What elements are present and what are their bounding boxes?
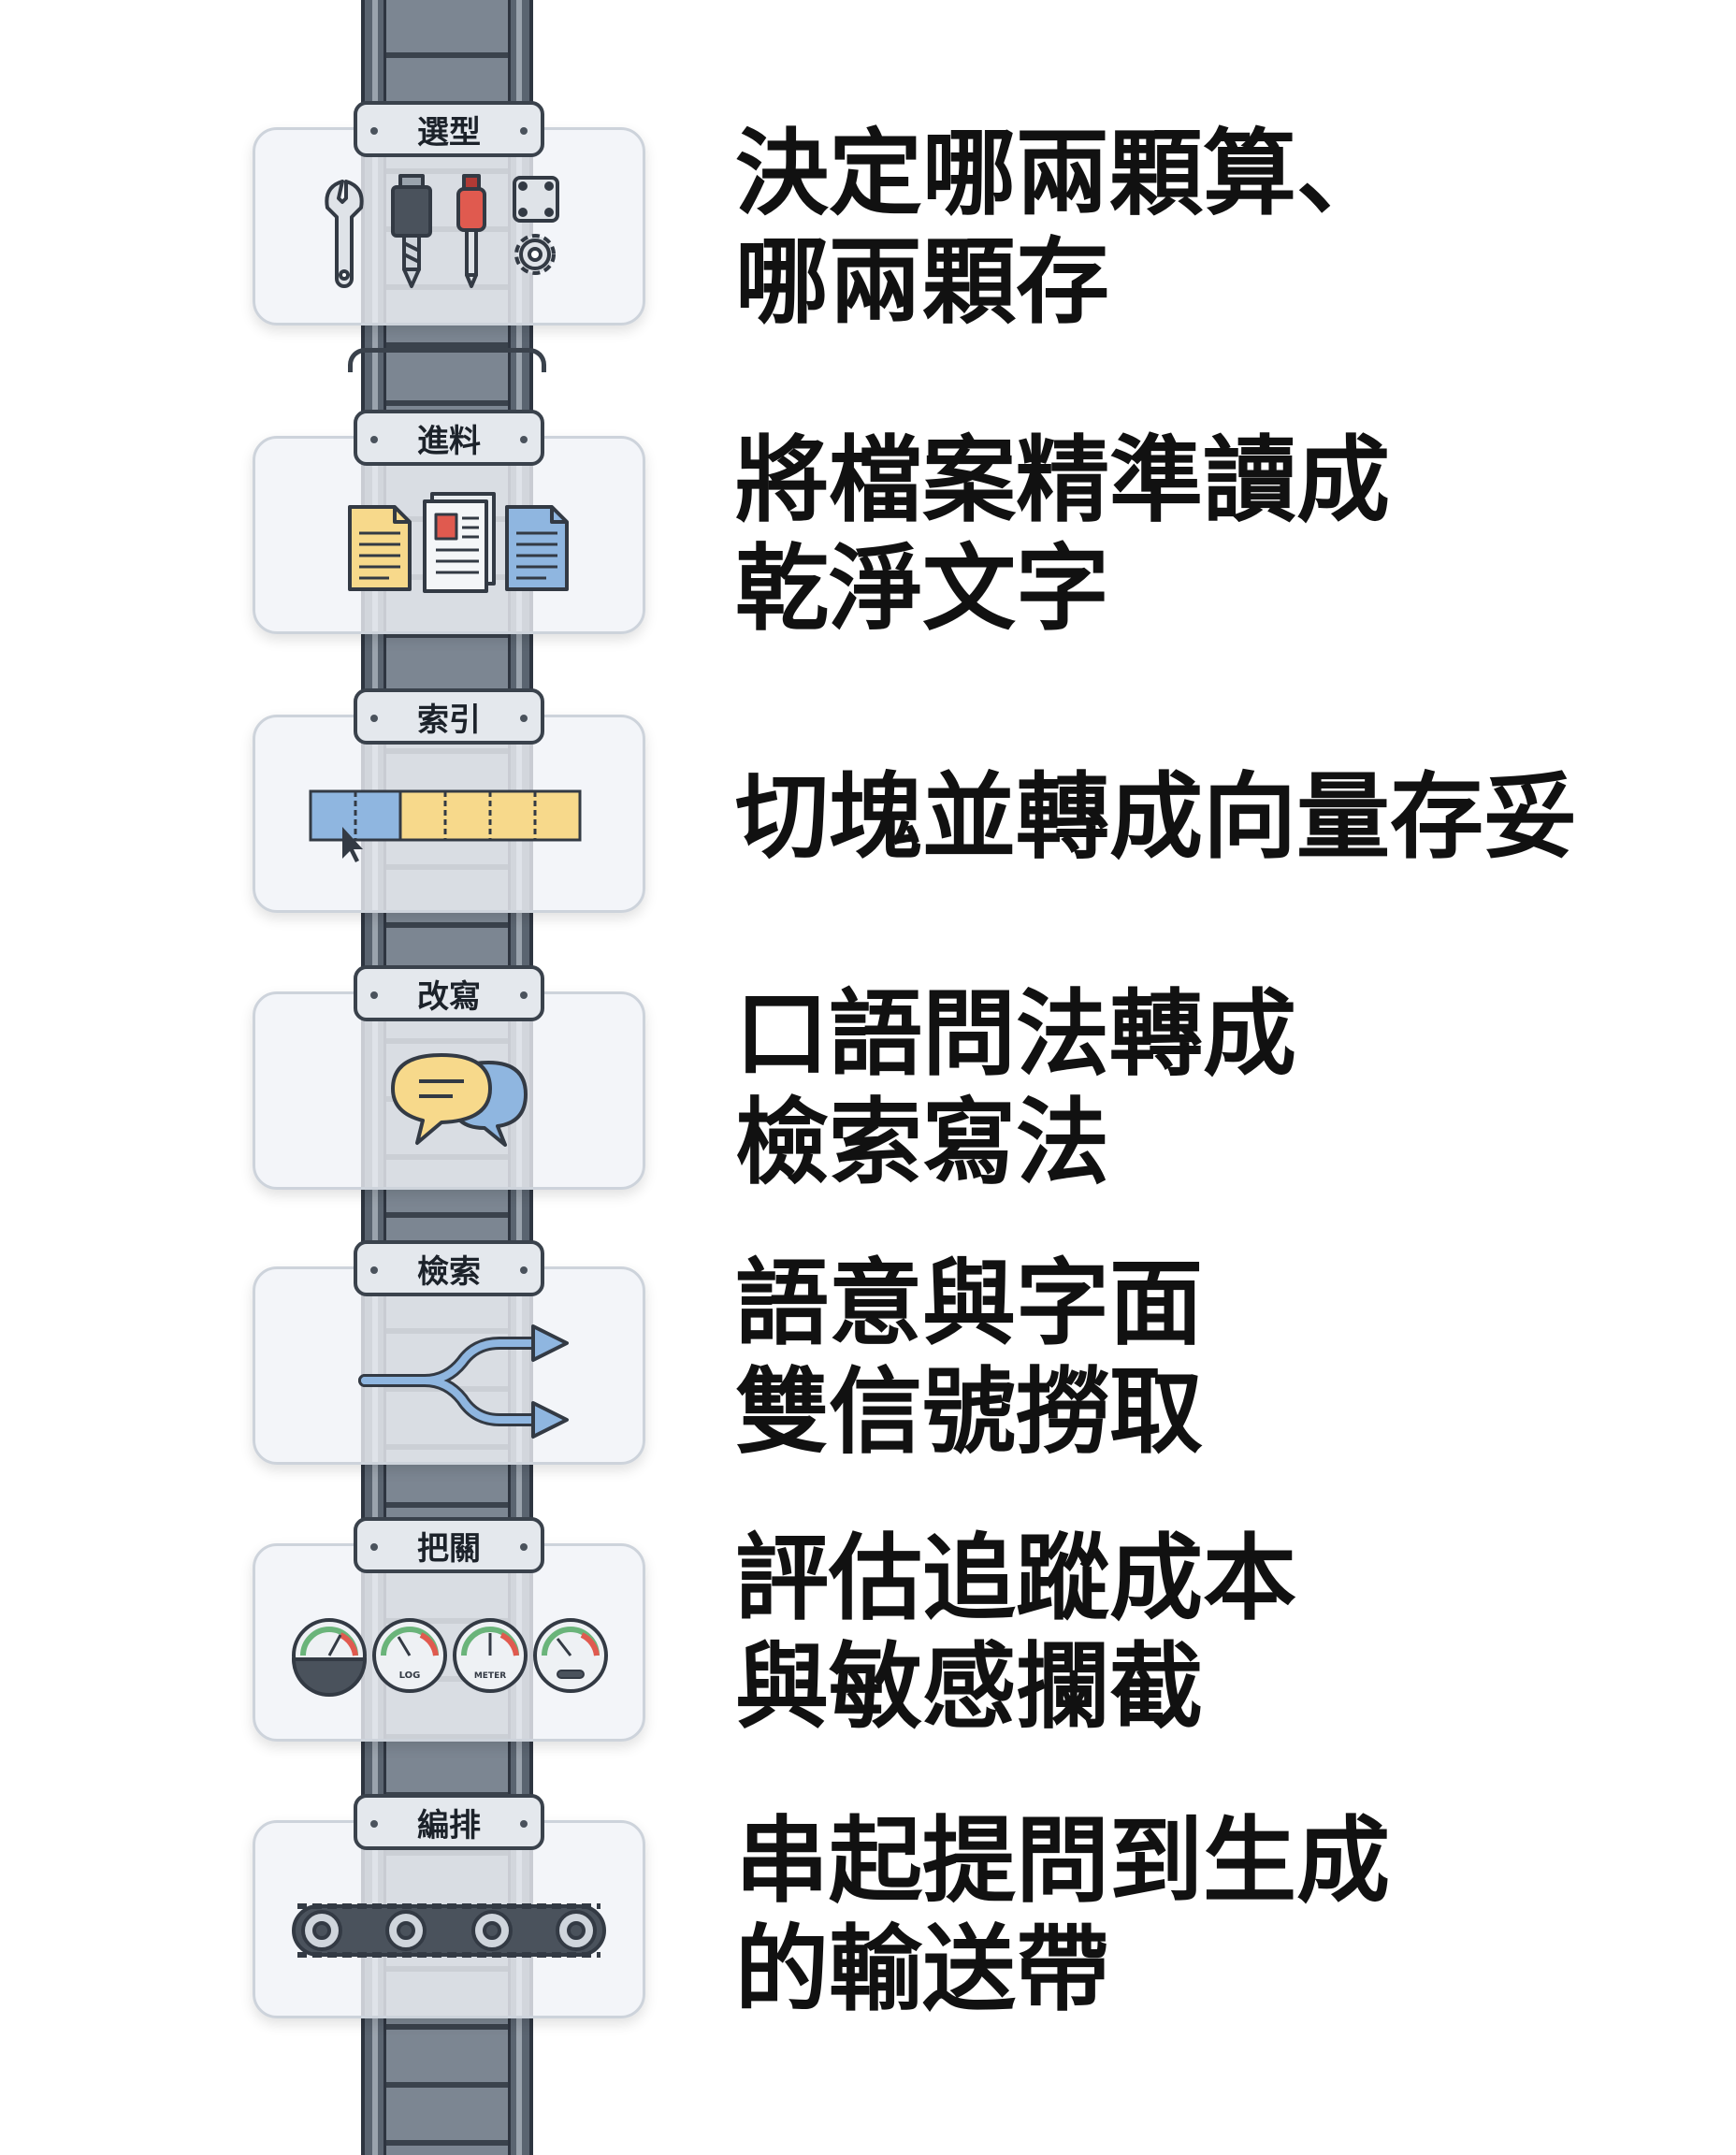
stage-description: 決定哪兩顆算、哪兩顆存: [735, 120, 1390, 337]
stage-description: 切塊並轉成向量存妥: [735, 763, 1577, 872]
stage-ingestion: 進料: [253, 410, 645, 634]
stage-label: 進料: [354, 410, 544, 466]
stage-retrieval: 檢索: [253, 1240, 645, 1465]
stage-label: 編排: [354, 1794, 544, 1850]
stage-description: 串起提問到生成的輸送帶: [735, 1807, 1390, 2024]
stage-label: 檢索: [354, 1240, 544, 1296]
stage-orchestration: 編排: [253, 1794, 645, 2018]
stage-guardrail: 把關: [253, 1517, 645, 1742]
stage-label: 改寫: [354, 965, 544, 1021]
stage-description: 語意與字面雙信號撈取: [735, 1250, 1203, 1467]
gauges-icon: LOG METER: [253, 1581, 645, 1742]
gauge-label-meter: METER: [474, 1671, 506, 1681]
stage-indexing: 索引: [253, 688, 645, 913]
description-line: 將檔案精準讀成: [735, 426, 1390, 535]
split-arrows-icon: [253, 1304, 645, 1465]
chat-bubbles-icon: [253, 1029, 645, 1190]
description-line: 口語問法轉成: [735, 979, 1296, 1089]
stage-description: 將檔案精準讀成乾淨文字: [735, 427, 1390, 644]
description-line: 雙信號撈取: [735, 1357, 1203, 1467]
description-line: 與敏感攔截: [735, 1632, 1203, 1742]
tools-icon: [253, 165, 645, 325]
stage-selection: 選型: [253, 101, 645, 325]
stage-label: 選型: [354, 101, 544, 157]
conveyor-icon: [253, 1858, 645, 2018]
description-line: 串起提問到生成: [735, 1806, 1390, 1916]
description-line: 乾淨文字: [735, 534, 1109, 644]
stage-label: 把關: [354, 1517, 544, 1573]
stage-description: 口語問法轉成檢索寫法: [735, 980, 1296, 1197]
stage-label: 索引: [354, 688, 544, 745]
description-line: 檢索寫法: [735, 1088, 1109, 1197]
description-line: 切塊並轉成向量存妥: [735, 762, 1577, 872]
stage-rewrite: 改寫: [253, 965, 645, 1190]
chunk-strip-icon: [253, 752, 645, 913]
description-line: 語意與字面: [735, 1249, 1203, 1358]
gauge-label-log: LOG: [399, 1670, 421, 1681]
description-line: 哪兩顆存: [735, 227, 1109, 337]
description-line: 的輸送帶: [735, 1915, 1109, 2024]
description-line: 決定哪兩顆算、: [735, 119, 1390, 228]
stage-description: 評估追蹤成本與敏感攔截: [735, 1525, 1296, 1742]
belt-bracket: [348, 348, 546, 372]
description-line: 評估追蹤成本: [735, 1524, 1296, 1633]
documents-icon: [253, 473, 645, 634]
